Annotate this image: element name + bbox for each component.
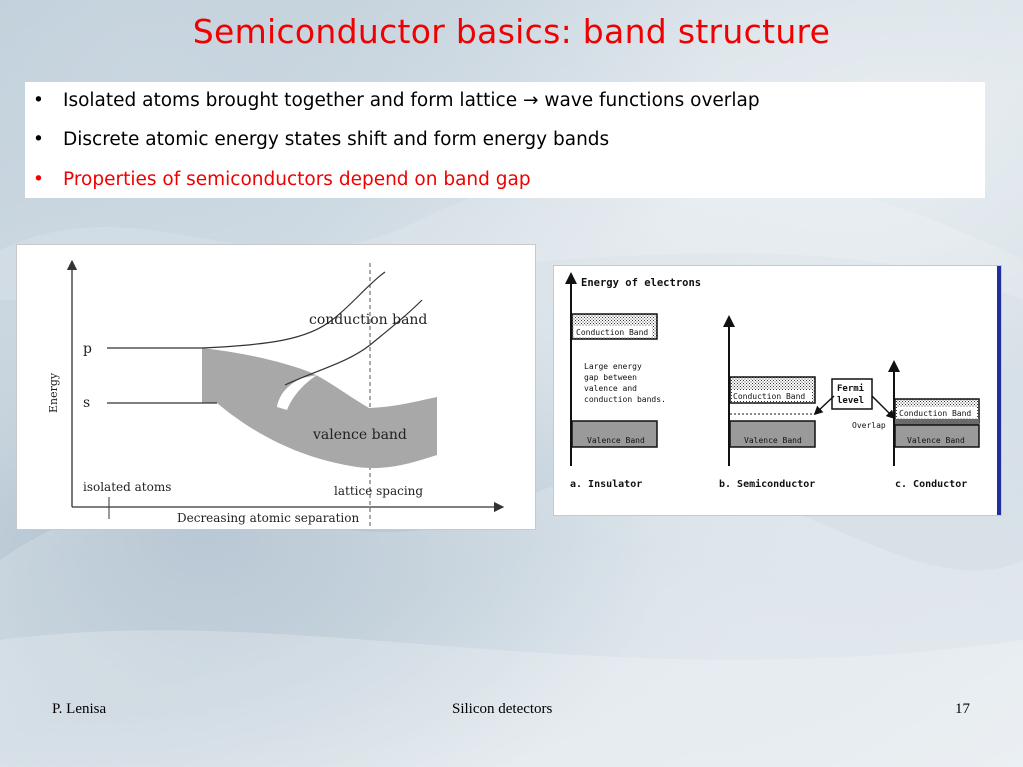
bullet-item: • Discrete atomic energy states shift and… bbox=[33, 129, 609, 150]
level-s-label: s bbox=[83, 395, 90, 411]
band-split-region bbox=[277, 375, 317, 410]
y-axis-label: Energy bbox=[47, 372, 60, 413]
insulator-valence-band bbox=[571, 420, 658, 448]
conductor-overlap-label: Overlap bbox=[852, 421, 886, 430]
conductor-valence-band bbox=[894, 424, 980, 448]
semiconductor-conduction-band-label: Conduction Band bbox=[733, 392, 805, 401]
band-gap-diagram: Energy of electrons Conduction Band Larg… bbox=[565, 272, 980, 490]
conductor-conduction-band-label: Conduction Band bbox=[899, 409, 971, 418]
energy-of-electrons-label: Energy of electrons bbox=[581, 277, 701, 289]
insulator-conduction-band-label: Conduction Band bbox=[576, 328, 648, 337]
conduction-band-upper-curve bbox=[201, 271, 386, 349]
bullet-text: Properties of semiconductors depend on b… bbox=[63, 169, 531, 190]
bullet-text: Isolated atoms brought together and form… bbox=[63, 90, 760, 111]
band-formation-figure: p s conduction band valence band isolate… bbox=[16, 244, 536, 530]
fermi-arrow-right bbox=[871, 395, 896, 420]
insulator-gap-note-line-2: gap between bbox=[584, 373, 637, 382]
conduction-band-label: conduction band bbox=[309, 312, 427, 328]
conductor-valence-band-label: Valence Band bbox=[907, 436, 965, 445]
semiconductor-valence-band bbox=[729, 420, 816, 448]
band-formation-diagram: p s conduction band valence band isolate… bbox=[47, 259, 505, 527]
insulator-caption: a. Insulator bbox=[570, 479, 642, 490]
conductor-caption: c. Conductor bbox=[895, 479, 967, 490]
fermi-level-label-line-1: Fermi bbox=[837, 383, 865, 394]
conductor-overlap-region bbox=[895, 419, 979, 425]
semiconductor-conduction-label-bg bbox=[732, 390, 812, 401]
lattice-spacing-label: lattice spacing bbox=[334, 484, 423, 498]
valence-band-label: valence band bbox=[312, 427, 407, 443]
level-p-label: p bbox=[83, 341, 92, 357]
semiconductor-caption: b. Semiconductor bbox=[719, 478, 815, 490]
footer-page-number: 17 bbox=[955, 701, 970, 717]
insulator-gap-note-line-4: conduction bands. bbox=[584, 395, 666, 404]
bullet-list: • Isolated atoms brought together and for… bbox=[25, 82, 985, 198]
bullet-dot-icon: • bbox=[33, 169, 44, 190]
isolated-atoms-label: isolated atoms bbox=[83, 480, 171, 494]
footer-topic: Silicon detectors bbox=[452, 701, 553, 717]
bullet-item: • Properties of semiconductors depend on … bbox=[33, 169, 531, 190]
fermi-level-label-line-2: level bbox=[837, 396, 864, 406]
bullet-dot-icon: • bbox=[33, 129, 44, 150]
bullet-item: • Isolated atoms brought together and for… bbox=[33, 90, 760, 111]
footer-author: P. Lenisa bbox=[52, 701, 107, 717]
insulator-gap-note-line-3: valence and bbox=[584, 384, 637, 393]
bullet-text: Discrete atomic energy states shift and … bbox=[63, 129, 610, 150]
insulator-valence-band-label: Valence Band bbox=[587, 436, 645, 445]
figure-edge bbox=[997, 266, 1001, 515]
band-gap-comparison-figure: Energy of electrons Conduction Band Larg… bbox=[553, 265, 1002, 516]
x-axis-label: Decreasing atomic separation bbox=[177, 511, 359, 525]
valence-band-region bbox=[202, 348, 437, 469]
conduction-band-lower-curve bbox=[284, 299, 423, 386]
conductor-conduction-label-bg bbox=[897, 407, 977, 418]
bullet-dot-icon: • bbox=[33, 90, 44, 111]
semiconductor-valence-band-label: Valence Band bbox=[744, 436, 802, 445]
fermi-arrow-left bbox=[813, 395, 835, 416]
insulator-conduction-label-bg bbox=[574, 326, 652, 337]
slide-title: Semiconductor basics: band structure bbox=[192, 12, 831, 51]
insulator-gap-note-line-1: Large energy bbox=[584, 362, 642, 371]
fermi-level-box bbox=[831, 378, 873, 410]
